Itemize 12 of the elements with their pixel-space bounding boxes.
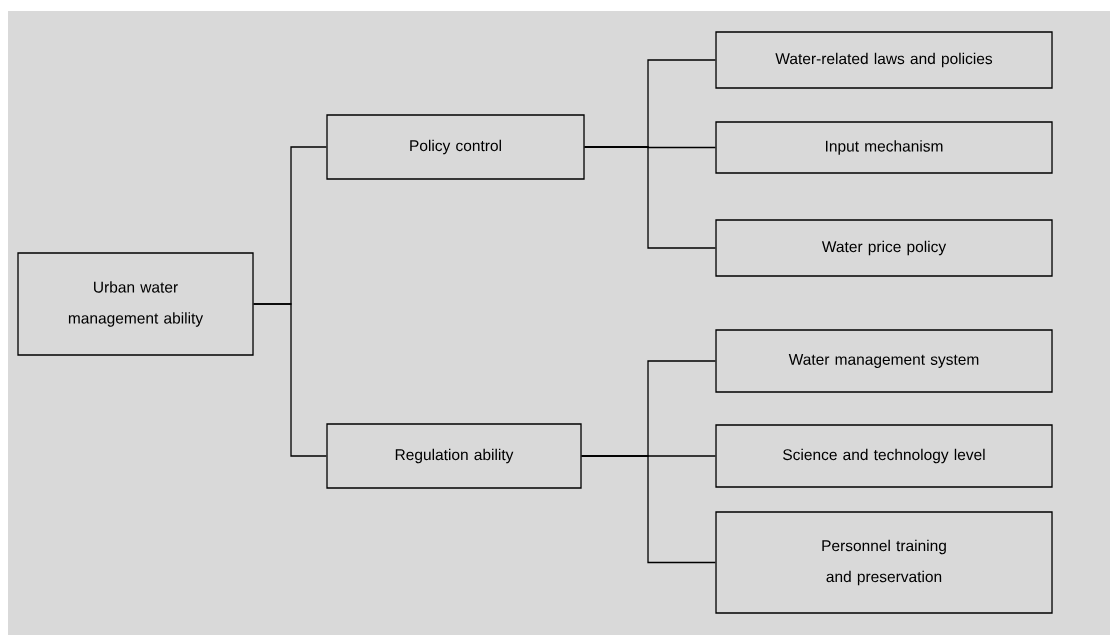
box: Water management system: [715, 329, 1053, 393]
connector: [581, 455, 716, 564]
box: Science and technology level: [715, 424, 1053, 488]
box: Regulation ability: [326, 423, 582, 489]
box: Water-related laws and policies: [715, 31, 1053, 89]
connector: [584, 146, 716, 249]
box: Input mechanism: [715, 121, 1053, 174]
box: Policy control: [326, 114, 585, 180]
box: Water price policy: [715, 219, 1053, 277]
box: Urban water management ability: [17, 252, 254, 356]
connector: [253, 303, 327, 457]
box: Personnel training and preservation: [715, 511, 1053, 614]
